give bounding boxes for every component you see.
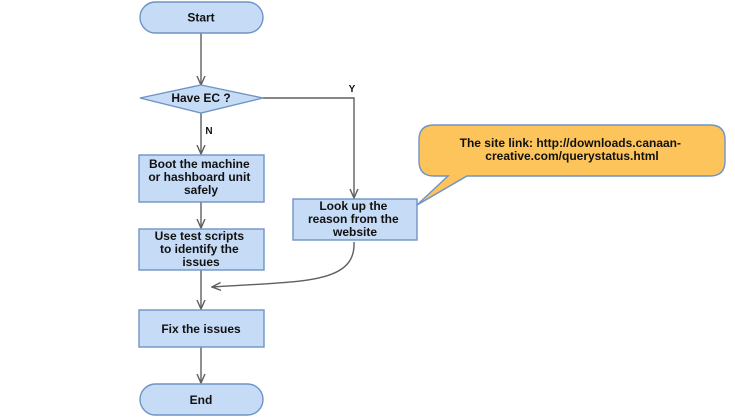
lookup-line-3: website <box>332 225 377 239</box>
end-node: End <box>139 383 264 416</box>
yes-edge-label: Y <box>349 84 356 95</box>
boot-process: Boot the machine or hashboard unit safel… <box>138 154 265 203</box>
edge-lookup-to-merge <box>212 241 355 287</box>
start-node-label: Start <box>187 11 214 25</box>
test-scripts-line-2: to identify the <box>160 242 239 256</box>
test-scripts-line-1: Use test scripts <box>155 229 245 243</box>
test-scripts-line-3: issues <box>182 255 220 269</box>
test-scripts-process-label: Use test scripts to identify the issues <box>155 229 248 269</box>
callout-line-1: The site link: http://downloads.canaan- <box>460 136 681 150</box>
speech-bubble-icon <box>416 124 726 206</box>
boot-process-line-2: or hashboard unit <box>148 170 250 184</box>
lookup-line-1: Look up the <box>319 199 387 213</box>
boot-process-line-3: safely <box>184 183 218 197</box>
edge-have-ec-to-lookup <box>263 97 354 198</box>
fix-process: Fix the issues <box>138 309 265 348</box>
have-ec-decision: Have EC ? <box>139 84 264 114</box>
lookup-process-label: Look up the reason from the website <box>308 199 402 239</box>
boot-process-line-1: Boot the machine <box>149 157 250 171</box>
fix-process-label: Fix the issues <box>161 322 241 336</box>
callout: The site link: http://downloads.canaan- … <box>416 124 726 206</box>
start-node: Start <box>139 1 264 34</box>
callout-text: The site link: http://downloads.canaan- … <box>460 136 685 163</box>
callout-line-2: creative.com/querystatus.html <box>485 149 658 163</box>
edges <box>201 33 354 383</box>
lookup-process: Look up the reason from the website <box>292 198 418 241</box>
no-edge-label: N <box>205 126 212 137</box>
have-ec-decision-label: Have EC ? <box>171 91 230 105</box>
boot-process-label: Boot the machine or hashboard unit safel… <box>148 157 253 197</box>
lookup-line-2: reason from the <box>308 212 399 226</box>
end-node-label: End <box>190 393 213 407</box>
test-scripts-process: Use test scripts to identify the issues <box>138 228 265 271</box>
